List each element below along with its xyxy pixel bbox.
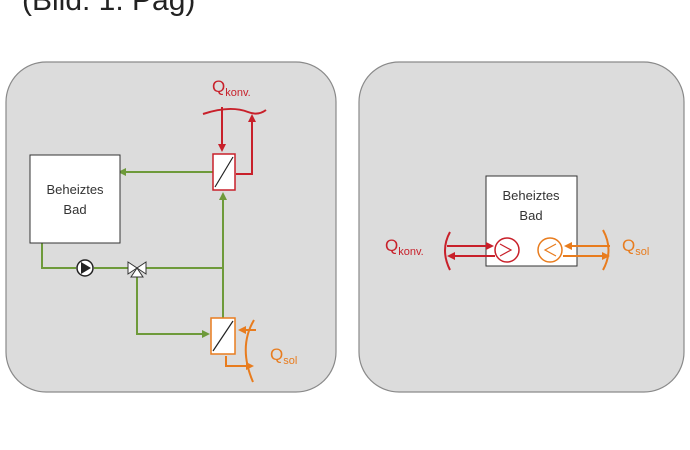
conventional-source-curve-right <box>444 231 451 271</box>
conventional-circuit-right <box>444 231 495 271</box>
conventional-heat-exchanger-icon <box>212 153 236 191</box>
room-label-line1: Beheiztes <box>46 182 104 197</box>
heated-room-box-left: Beheiztes Bad <box>29 154 121 244</box>
pipe-network <box>41 168 227 338</box>
pump-icon <box>76 259 94 277</box>
room-label-line2: Bad <box>519 208 542 223</box>
label-q-sol-right: Qsol <box>622 236 649 258</box>
solar-radiator-icon <box>537 237 563 263</box>
room-label-line1: Beheiztes <box>502 188 560 203</box>
bypass-pipe <box>136 276 210 338</box>
panel-left-background <box>5 61 337 393</box>
solar-circuit <box>225 319 256 383</box>
three-way-valve-icon <box>127 261 147 278</box>
panel-right: Beheiztes Bad Qkonv. Qsol <box>358 61 685 393</box>
conventional-source-curve <box>202 108 267 115</box>
solar-source-curve <box>244 319 255 383</box>
solar-circuit-right <box>563 229 610 271</box>
room-label-line2: Bad <box>63 202 86 217</box>
solar-return-arrow <box>225 356 254 370</box>
page-title: (Bild: 1. Pag) <box>22 0 196 17</box>
panel-left: Beheiztes Bad Qkonv. <box>5 61 337 393</box>
label-q-konv-right: Qkonv. <box>385 236 424 258</box>
label-q-sol-left: Qsol <box>270 345 297 367</box>
solar-source-curve-right <box>602 229 610 271</box>
conventional-circuit <box>202 107 267 175</box>
conventional-radiator-icon <box>494 237 520 263</box>
return-pipe-room <box>41 243 76 269</box>
conventional-return-arrow <box>236 114 256 175</box>
label-q-konv-left: Qkonv. <box>212 77 251 99</box>
solar-heat-exchanger-icon <box>210 317 236 355</box>
